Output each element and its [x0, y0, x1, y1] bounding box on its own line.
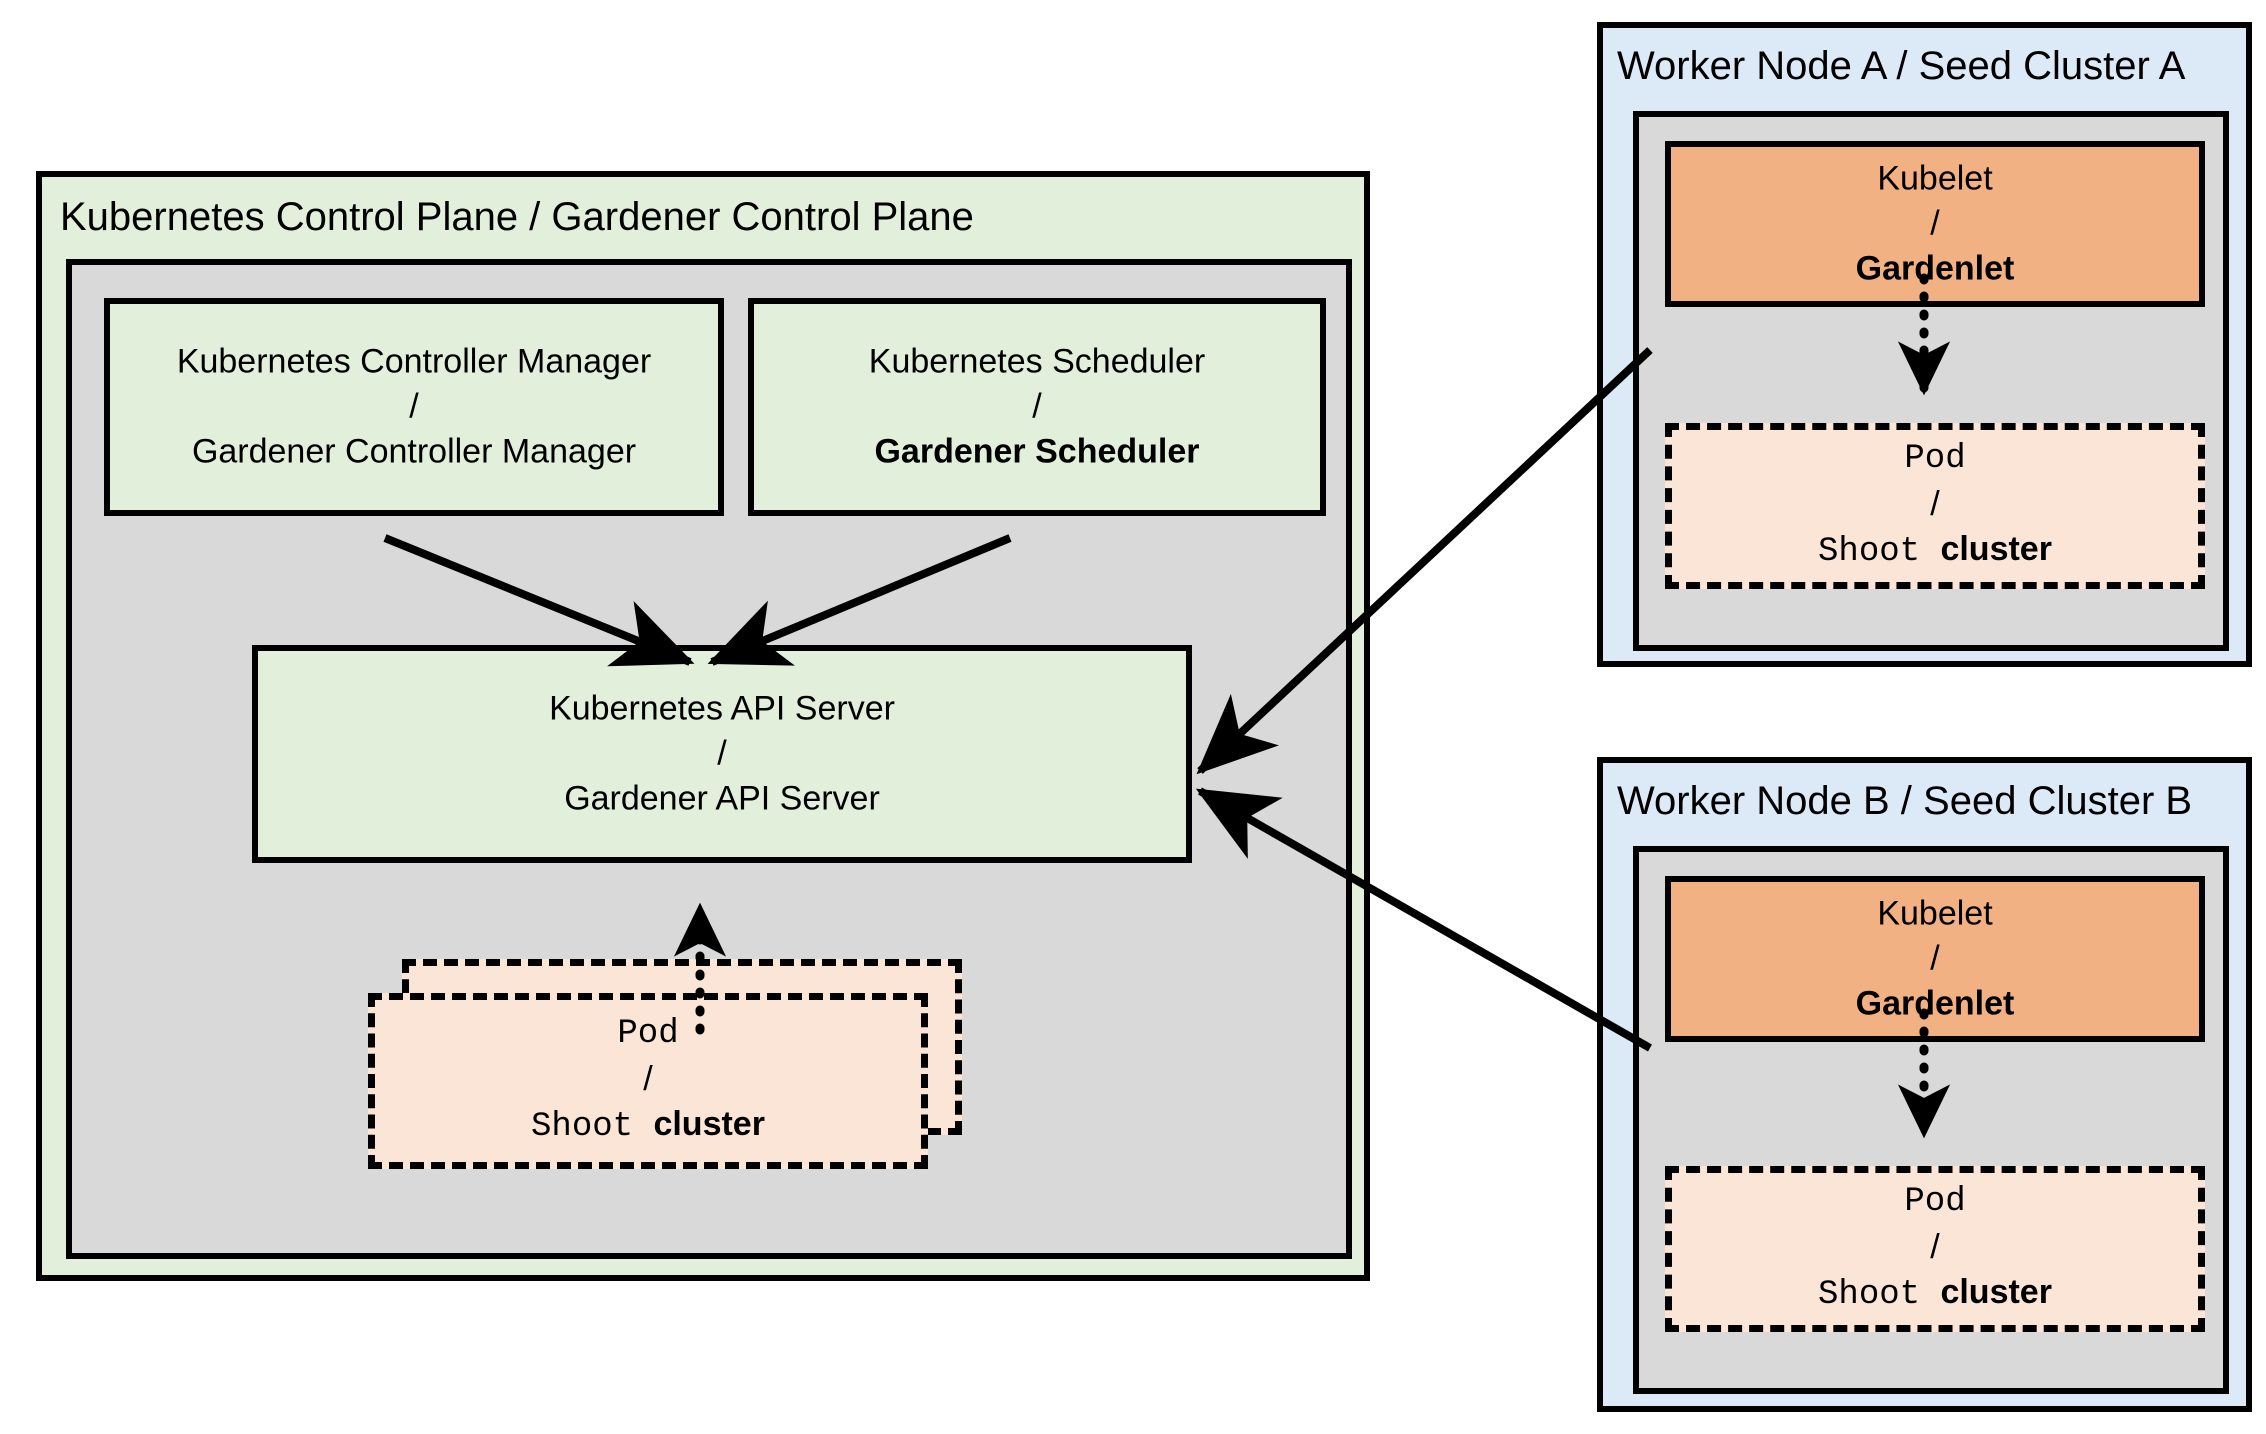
control-plane-title: Kubernetes Control Plane / Gardener Cont… — [60, 195, 974, 239]
api-server-line1: Kubernetes API Server — [549, 689, 895, 728]
worker-node-b-title: Worker Node B / Seed Cluster B — [1617, 779, 2193, 823]
pod-b-box[interactable]: Pod / Shoot cluster — [1665, 1166, 2205, 1332]
pod-a-box[interactable]: Pod / Shoot cluster — [1665, 423, 2205, 589]
gardenlet-a-line1: Kubelet — [1877, 159, 1993, 198]
worker-node-b-inner: Kubelet / Gardenlet Pod / Shoot cluster — [1633, 846, 2229, 1394]
worker-node-b-panel: Worker Node B / Seed Cluster B Kubelet /… — [1597, 757, 2252, 1412]
scheduler-line1: Kubernetes Scheduler — [868, 342, 1206, 381]
controller-manager-text: Kubernetes Controller Manager / Gardener… — [110, 340, 718, 475]
pod-a-shoot: Shoot — [1818, 532, 1941, 571]
gardenlet-a-separator: / — [1930, 204, 1940, 243]
control-plane-pod-cluster: cluster — [653, 1104, 765, 1143]
api-server-separator: / — [717, 734, 727, 773]
scheduler-line2: Gardener Scheduler — [874, 432, 1200, 471]
control-plane-pod-shoot: Shoot — [531, 1107, 654, 1146]
gardenlet-b-text: Kubelet / Gardenlet — [1671, 892, 2199, 1027]
control-plane-inner: Kubernetes Controller Manager / Gardener… — [66, 259, 1352, 1259]
control-plane-pod-line1: Pod — [617, 1015, 679, 1054]
pod-b-cluster: cluster — [1940, 1272, 2052, 1311]
gardenlet-b-line2: Gardenlet — [1855, 984, 2015, 1023]
controller-manager-line1: Kubernetes Controller Manager — [176, 342, 652, 381]
control-plane-pod-separator: / — [643, 1060, 653, 1099]
gardenlet-b-box[interactable]: Kubelet / Gardenlet — [1665, 876, 2205, 1042]
scheduler-separator: / — [1032, 387, 1042, 426]
api-server-box[interactable]: Kubernetes API Server / Gardener API Ser… — [252, 645, 1192, 863]
control-plane-panel: Kubernetes Control Plane / Gardener Cont… — [36, 171, 1370, 1281]
pod-a-text: Pod / Shoot cluster — [1672, 437, 2198, 575]
api-server-line2: Gardener API Server — [564, 779, 880, 818]
pod-a-line2: Shoot cluster — [1672, 527, 2198, 575]
pod-a-separator: / — [1930, 485, 1940, 524]
worker-node-a-inner: Kubelet / Gardenlet Pod / Shoot cluster — [1633, 111, 2229, 651]
controller-manager-line2: Gardener Controller Manager — [191, 432, 637, 471]
controller-manager-separator: / — [409, 387, 419, 426]
control-plane-pod-box[interactable]: Pod / Shoot cluster — [368, 993, 928, 1169]
pod-b-shoot: Shoot — [1818, 1275, 1941, 1314]
controller-manager-box[interactable]: Kubernetes Controller Manager / Gardener… — [104, 298, 724, 516]
gardenlet-a-text: Kubelet / Gardenlet — [1671, 157, 2199, 292]
gardenlet-a-box[interactable]: Kubelet / Gardenlet — [1665, 141, 2205, 307]
gardenlet-b-separator: / — [1930, 939, 1940, 978]
worker-node-a-title: Worker Node A / Seed Cluster A — [1617, 44, 2186, 88]
control-plane-pod-line2: Shoot cluster — [375, 1102, 921, 1150]
scheduler-text: Kubernetes Scheduler / Gardener Schedule… — [754, 340, 1320, 475]
control-plane-pod-text: Pod / Shoot cluster — [375, 1012, 921, 1150]
pod-a-line1: Pod — [1904, 440, 1966, 479]
scheduler-box[interactable]: Kubernetes Scheduler / Gardener Schedule… — [748, 298, 1326, 516]
gardenlet-b-line1: Kubelet — [1877, 894, 1993, 933]
pod-b-line1: Pod — [1904, 1183, 1966, 1222]
api-server-text: Kubernetes API Server / Gardener API Ser… — [258, 687, 1186, 822]
worker-node-a-panel: Worker Node A / Seed Cluster A Kubelet /… — [1597, 22, 2252, 667]
pod-b-text: Pod / Shoot cluster — [1672, 1180, 2198, 1318]
pod-b-separator: / — [1930, 1228, 1940, 1267]
gardenlet-a-line2: Gardenlet — [1855, 249, 2015, 288]
pod-a-cluster: cluster — [1940, 529, 2052, 568]
pod-b-line2: Shoot cluster — [1672, 1270, 2198, 1318]
